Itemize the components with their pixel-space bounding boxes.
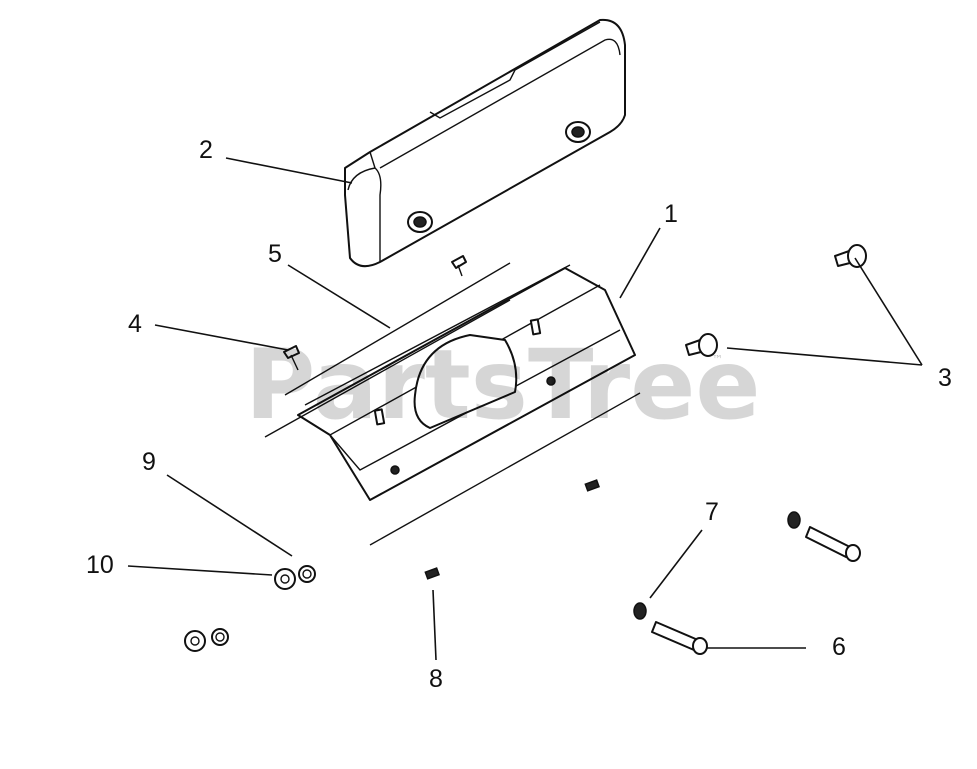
callout-8: 8 bbox=[429, 665, 443, 693]
callout-4: 4 bbox=[128, 310, 142, 338]
callout-7: 7 bbox=[705, 498, 719, 526]
callout-3: 3 bbox=[938, 364, 952, 392]
part-1-bracket[interactable] bbox=[264, 262, 641, 546]
part-5-screw[interactable] bbox=[451, 255, 467, 277]
part-7-lockwashers[interactable] bbox=[633, 511, 801, 620]
leader-lines bbox=[127, 157, 923, 661]
part-4-screw[interactable] bbox=[283, 345, 300, 371]
part-2-cushion[interactable] bbox=[344, 18, 626, 268]
watermark-trademark: ™ bbox=[712, 353, 723, 366]
part-6-bolts[interactable] bbox=[651, 526, 861, 655]
part-9-10-nuts-washers[interactable] bbox=[184, 565, 316, 652]
part-8-set-screws[interactable] bbox=[424, 479, 600, 580]
callout-9: 9 bbox=[142, 448, 156, 476]
callout-6: 6 bbox=[832, 633, 846, 661]
part-3-rivets[interactable] bbox=[685, 244, 867, 357]
callout-5: 5 bbox=[268, 240, 282, 268]
callout-10: 10 bbox=[86, 551, 114, 579]
callout-1: 1 bbox=[664, 200, 678, 228]
callout-2: 2 bbox=[199, 136, 213, 164]
watermark-text: PartsTree bbox=[245, 329, 760, 441]
